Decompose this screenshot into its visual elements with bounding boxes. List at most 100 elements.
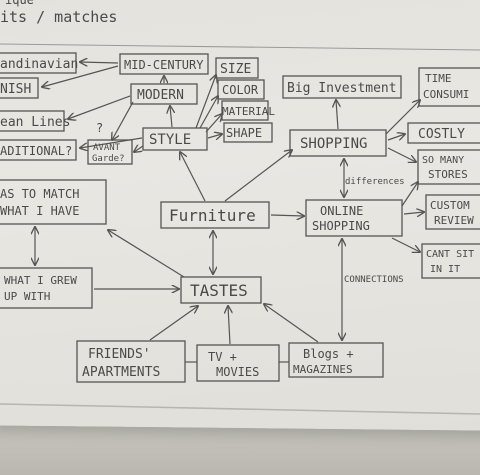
node-traditional: ADITIONAL? [0,139,77,161]
node-shape: SHAPE [223,122,273,143]
node-traditional-box [0,139,77,161]
node-shopping-label: SHOPPING [300,136,367,152]
node-finish: NISH [0,77,39,99]
node-tv: TV + MOVIES [196,344,280,382]
edge-midcentury-finish [42,65,119,87]
node-so-many-stores: SO MANY STORES [417,149,480,185]
node-big-investment: Big Investment [282,75,402,99]
edge-friends-tastes [149,306,198,341]
node-customer-reviews-label-1: CUSTOM [430,199,470,212]
node-shopping-box [289,129,387,157]
edge-online-stores [401,182,418,207]
node-traditional-label: ADITIONAL? [0,144,72,158]
node-shape-label: SHAPE [226,126,262,140]
edge-style-color [199,96,218,129]
paper-rule-line [0,43,480,51]
node-what-i-grew-label-1: WHAT I GREW [4,274,77,287]
edge-shopping-stores [387,147,416,162]
node-online-shopping: ONLINE SHOPPING [305,199,403,237]
node-size: SIZE [215,57,259,79]
node-time-consuming: TIME CONSUMI [418,67,480,107]
node-size-box [215,57,259,79]
top-fragment: ique [5,0,34,7]
edge-modern-avant [112,101,134,140]
node-mid-century-box [119,53,209,75]
node-material-box [221,100,269,121]
question-mark: ? [96,121,103,135]
node-blogs-label-2: MAGAZINES [293,363,353,376]
edge-shopping-time [385,100,420,135]
edge-style-modern [170,106,172,128]
paper-edge [0,403,480,415]
node-time-consuming-box [418,67,480,107]
edge-style-size [195,75,216,129]
node-tv-label-2: MOVIES [216,365,259,379]
node-material-label: MATERIAL [222,105,275,118]
edge-furniture-online [270,215,304,216]
node-scandinavian-box [0,52,77,74]
node-style-label: STYLE [149,132,191,148]
node-time-consuming-label-1: TIME [425,72,452,85]
node-avant-garde-label-1: AVANT [93,143,121,153]
node-tv-box [196,344,280,382]
node-avant-garde: AVANT Garde? [87,139,133,165]
node-style: STYLE [142,127,208,151]
edge-midcentury-scandinavian [80,62,119,63]
node-avant-garde-box [87,139,133,165]
node-avant-garde-label-2: Garde? [92,154,125,164]
edge-modern-cleanlines [68,95,131,119]
node-material: MATERIAL [221,100,275,121]
edge-shopping-investment [336,100,338,130]
node-costly-box [407,122,480,144]
edge-furniture-style [180,152,206,202]
node-customer-reviews: CUSTOM REVIEW [425,194,480,230]
node-finish-box [0,77,39,99]
node-customer-reviews-box [425,194,480,230]
node-costly: COSTLY [407,122,480,144]
node-scandinavian-label: andinavian [0,57,78,72]
edge-style-material [205,114,222,133]
node-big-investment-box [282,75,402,99]
edge-online-reviews [403,212,424,214]
node-size-label: SIZE [220,62,251,77]
node-scandinavian: andinavian [0,52,78,74]
node-what-i-grew-box [0,267,93,309]
edge-furniture-shopping [224,150,292,202]
node-shopping: SHOPPING [289,129,387,157]
node-so-many-stores-box [417,149,480,185]
node-modern: MODERN [130,83,198,105]
node-cant-sit-box [421,243,480,279]
edge-label-differences: differences [345,177,405,187]
node-blogs-box [288,342,384,378]
edge-tastes-match [108,230,185,278]
node-customer-reviews-label-2: REVIEW [434,214,474,227]
node-has-to-match-label-2: WHAT I HAVE [0,204,79,218]
node-cant-sit-label-1: CANT SIT [426,249,474,260]
node-time-consuming-label-2: CONSUMI [423,88,469,101]
node-modern-box [130,83,198,105]
node-online-shopping-label-2: SHOPPING [312,219,370,233]
node-online-shopping-box [305,199,403,237]
node-color: COLOR [217,79,265,100]
node-online-shopping-label-1: ONLINE [320,204,363,218]
node-shape-box [223,122,273,143]
edge-shopping-costly [387,134,405,141]
node-big-investment-label: Big Investment [287,81,397,96]
node-blogs: Blogs + MAGAZINES [288,342,384,378]
node-furniture: Furniture [160,201,270,229]
node-so-many-stores-label-1: SO MANY [422,155,464,166]
node-so-many-stores-label-2: STORES [428,168,468,181]
node-has-to-match: AS TO MATCH WHAT I HAVE [0,179,107,225]
node-finish-label: NISH [0,82,31,97]
node-style-box [142,127,208,151]
edges [35,62,424,363]
node-tastes-box [180,276,262,304]
node-cant-sit-label-2: IN IT [430,264,460,275]
node-tv-label-1: TV + [208,350,237,364]
node-cant-sit: CANT SIT IN IT [421,243,480,279]
node-color-label: COLOR [222,83,259,97]
node-modern-label: MODERN [137,88,184,103]
edge-label-connections: CONNECTIONS [344,275,404,285]
